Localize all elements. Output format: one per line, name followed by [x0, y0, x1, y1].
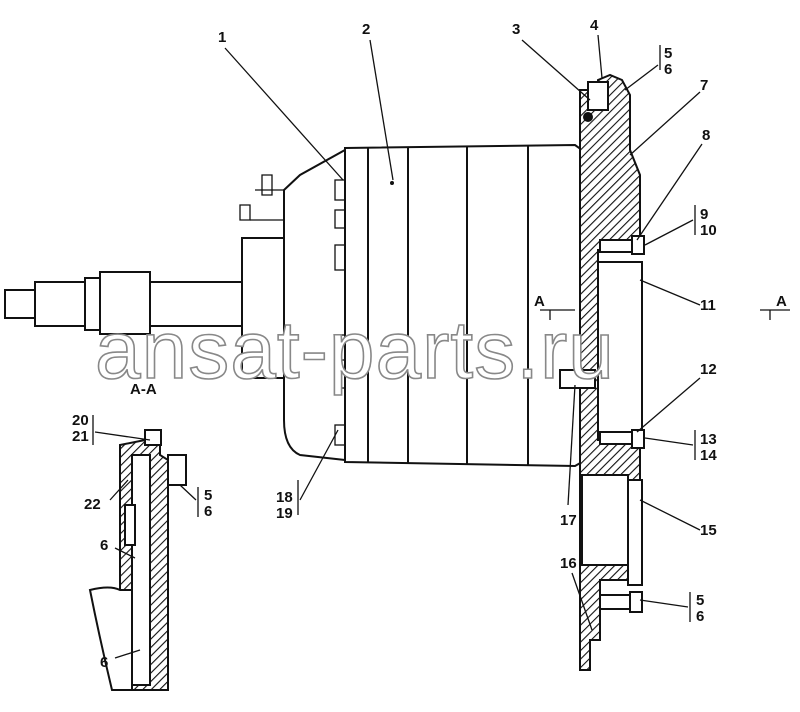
- callout-18: 18: [276, 489, 293, 506]
- callout-6: 6: [664, 61, 672, 78]
- front-housing: [239, 148, 354, 462]
- callout-19: 19: [276, 505, 293, 522]
- callout-1: 1: [218, 29, 226, 46]
- callout-9: 9: [700, 206, 708, 223]
- section-marker-a-right: A: [776, 293, 787, 310]
- callout-21: 21: [72, 428, 89, 445]
- input-shaft: [4, 271, 246, 335]
- callout-5-section: 5: [204, 487, 212, 504]
- clutch-drum: [344, 143, 608, 468]
- callout-16: 16: [560, 555, 577, 572]
- callout-5: 5: [664, 45, 672, 62]
- callout-13: 13: [700, 431, 717, 448]
- callout-labels: 1 2 3 4 5 6 7 8 9 10 11 A A 12 13 14 15 …: [72, 17, 787, 671]
- callout-6-bottom: 6: [100, 654, 108, 671]
- callout-20: 20: [72, 412, 89, 429]
- callout-7: 7: [700, 77, 708, 94]
- callout-15: 15: [700, 522, 717, 539]
- callout-17: 17: [560, 512, 577, 529]
- callout-14: 14: [700, 447, 717, 464]
- callout-6-section: 6: [204, 503, 212, 520]
- leader-lines: [92, 34, 790, 659]
- section-label: A-A: [130, 381, 157, 398]
- callout-22: 22: [84, 496, 101, 513]
- callout-6-lower: 6: [696, 608, 704, 625]
- section-marker-a-left: A: [534, 293, 545, 310]
- callout-11: 11: [700, 297, 716, 314]
- section-a-a-view: [88, 429, 187, 691]
- callout-6-middle: 6: [100, 537, 108, 554]
- callout-4: 4: [590, 17, 599, 34]
- flange-plate: [559, 73, 645, 671]
- watermark: ansat-parts.ru: [95, 305, 615, 396]
- callout-2: 2: [362, 21, 370, 38]
- callout-10: 10: [700, 222, 717, 239]
- callout-3: 3: [512, 21, 520, 38]
- callout-5-lower: 5: [696, 592, 704, 609]
- callout-8: 8: [702, 127, 710, 144]
- callout-12: 12: [700, 361, 717, 378]
